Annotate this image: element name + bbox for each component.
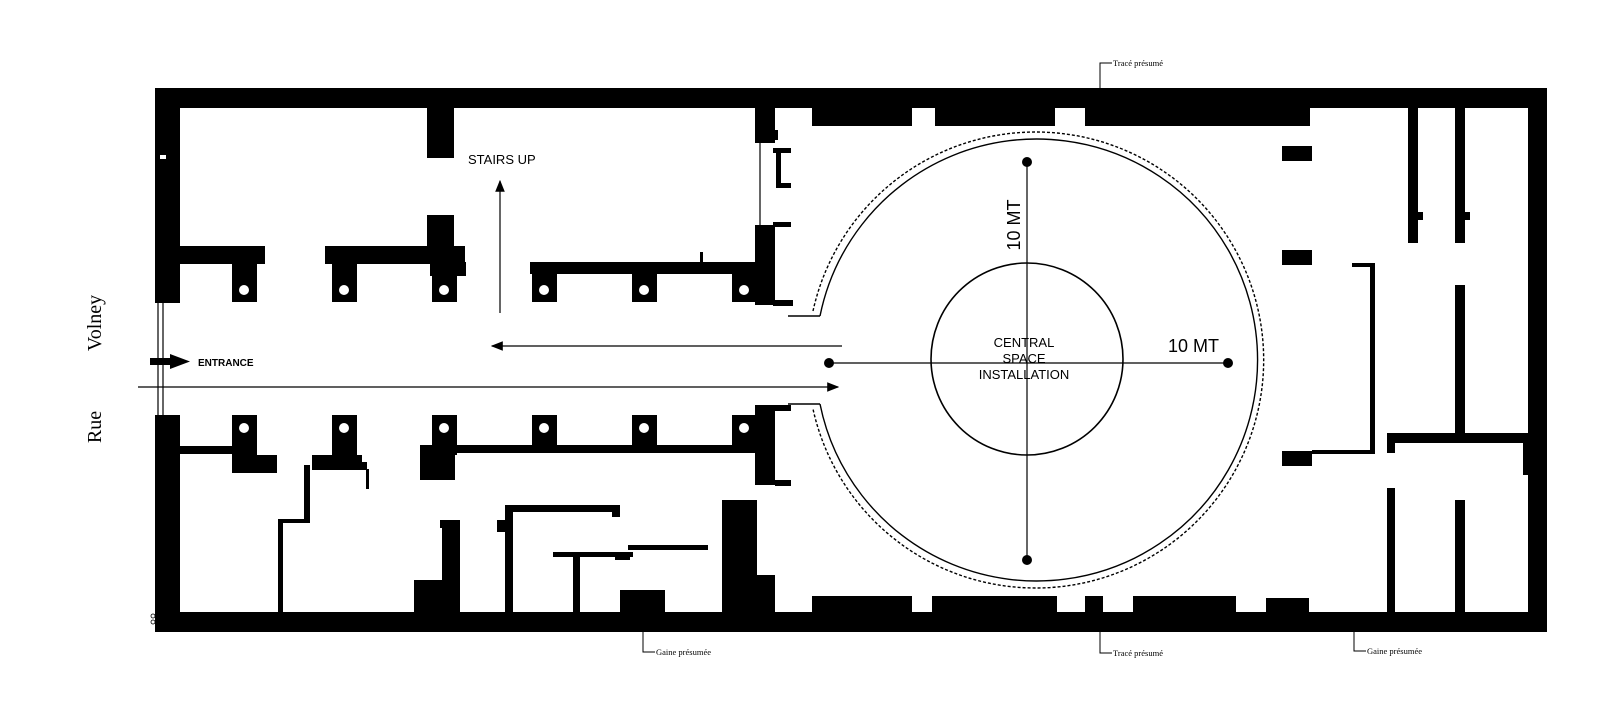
horizontal-dimension-label: 10 MT — [1168, 336, 1219, 356]
circulation-arrows — [138, 179, 842, 392]
note-gaine-left: Gaine présumée — [656, 647, 711, 657]
street-name-rue: Rue — [84, 411, 106, 443]
column-dots-lower — [239, 423, 749, 433]
hall-wall-segments — [812, 108, 1310, 612]
vent-icon — [150, 613, 156, 625]
central-installation — [788, 131, 1265, 589]
central-space-label-2: SPACE — [1002, 351, 1045, 366]
dimension-dots — [824, 157, 1233, 565]
entrance-label: ENTRANCE — [198, 358, 254, 369]
entrance-arrow-icon — [150, 354, 190, 369]
stairs-up-label: STAIRS UP — [468, 152, 536, 167]
lower-left-thin-lines — [161, 418, 511, 612]
column-row-upper — [232, 262, 757, 302]
outer-walls — [155, 88, 1547, 632]
lower-left-walls — [155, 405, 791, 612]
central-space-label-3: INSTALLATION — [979, 367, 1070, 382]
note-gaine-right: Gaine présumée — [1367, 646, 1422, 656]
vertical-dimension-label: 10 MT — [1004, 199, 1024, 250]
street-name-volney: Volney — [84, 295, 106, 351]
note-trace-bottom: Tracé présumé — [1113, 648, 1163, 658]
upper-left-walls — [155, 108, 793, 306]
note-leaders — [642, 62, 1366, 654]
central-space-label-1: CENTRAL — [994, 335, 1055, 350]
note-trace-top: Tracé présumé — [1113, 58, 1163, 68]
right-section-walls — [1282, 108, 1528, 612]
